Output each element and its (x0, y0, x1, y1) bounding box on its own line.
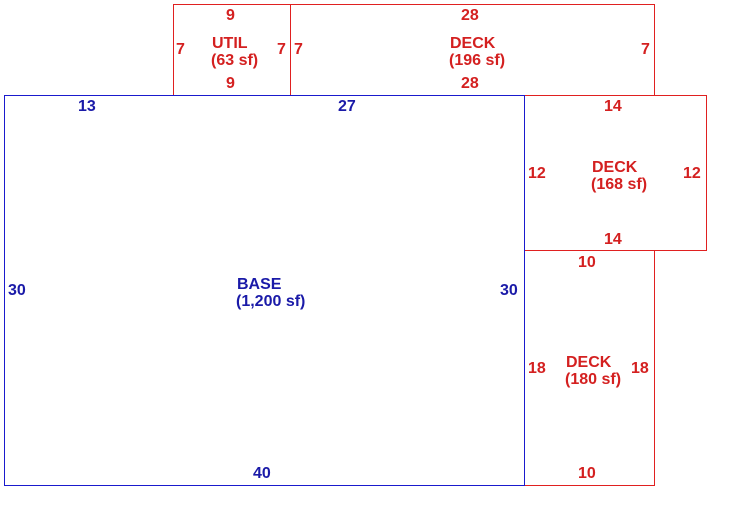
util-left-dimension: 7 (176, 41, 185, 58)
base-bottom-dimension: 40 (253, 465, 271, 482)
deck-right-area-value: (168 sf) (591, 176, 648, 193)
deck-right-bottom-dimension: 14 (604, 231, 622, 248)
deck-top-top-dimension: 28 (461, 7, 479, 24)
deck-lower-area-value: (180 sf) (565, 371, 622, 388)
util-top-dimension: 9 (226, 7, 235, 24)
base-left-dimension: 30 (8, 282, 26, 299)
deck-top-name: DECK (450, 35, 496, 52)
base-name: BASE (237, 276, 282, 293)
base-right-dimension: 30 (500, 282, 518, 299)
deck-top-right-dimension: 7 (641, 41, 650, 58)
util-bottom-dimension: 9 (226, 75, 235, 92)
deck-right-right-dimension: 12 (683, 165, 701, 182)
deck-top-left-dimension: 7 (294, 41, 303, 58)
base-area[interactable] (4, 95, 525, 486)
util-right-dimension: 7 (277, 41, 286, 58)
base-area-value: (1,200 sf) (236, 293, 306, 310)
base-top-left-dimension: 13 (78, 98, 96, 115)
deck-right-name: DECK (592, 159, 638, 176)
deck-lower-bottom-dimension: 10 (578, 465, 596, 482)
util-area-value: (63 sf) (211, 52, 259, 69)
deck-right-left-dimension: 12 (528, 165, 546, 182)
deck-lower-right-dimension: 18 (631, 360, 649, 377)
deck-lower-top-dimension: 10 (578, 254, 596, 271)
deck-lower-left-dimension: 18 (528, 360, 546, 377)
util-name: UTIL (212, 35, 248, 52)
base-top-right-dimension: 27 (338, 98, 356, 115)
deck-top-bottom-dimension: 28 (461, 75, 479, 92)
deck-right-top-dimension: 14 (604, 98, 622, 115)
deck-top-area-value: (196 sf) (449, 52, 506, 69)
deck-lower-name: DECK (566, 354, 612, 371)
